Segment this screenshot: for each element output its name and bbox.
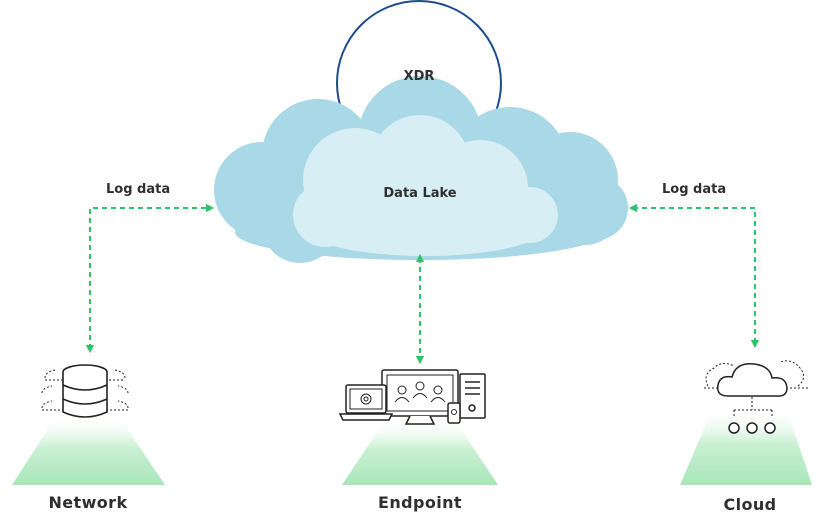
cloud-network-icon: [704, 360, 808, 434]
network-label: Network: [48, 493, 128, 512]
network-beam: [12, 418, 165, 485]
data-lake-inner-cloud: [293, 115, 558, 256]
cloud-beam: [680, 410, 812, 485]
cloud-label: Cloud: [723, 495, 777, 514]
database-server-icon: [41, 364, 129, 418]
data-lake-label: Data Lake: [383, 186, 457, 201]
cloud-link-arrow: [628, 203, 760, 349]
endpoint-devices-icon: [338, 369, 486, 425]
endpoint-label: Endpoint: [378, 493, 462, 512]
xdr-label: XDR: [403, 69, 435, 84]
right-link-label: Log data: [662, 182, 727, 197]
network-link-arrow: [85, 203, 215, 354]
left-link-label: Log data: [106, 182, 171, 197]
endpoint-beam: [342, 420, 498, 485]
